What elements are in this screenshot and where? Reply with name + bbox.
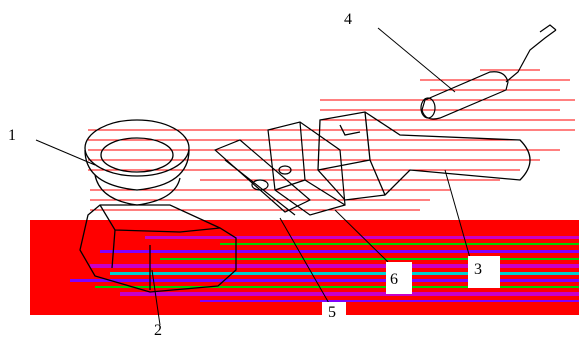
leader-4 — [377, 27, 456, 93]
callout-4: 4 — [344, 11, 352, 28]
callout-2: 2 — [154, 322, 162, 339]
callout-6: 6 — [390, 271, 398, 288]
part-plug — [420, 24, 557, 120]
part-base — [79, 204, 237, 293]
part-bracket — [213, 139, 312, 216]
label-box-6 — [386, 262, 412, 294]
callout-1: 1 — [8, 127, 16, 144]
leader-lines — [35, 27, 471, 326]
leader-5 — [279, 217, 331, 306]
part-block — [267, 121, 346, 216]
label-box-3 — [468, 256, 500, 288]
label-box-5 — [322, 302, 346, 324]
leader-3 — [444, 169, 471, 259]
white-cut-bottom — [0, 315, 579, 341]
callout-3: 3 — [474, 261, 482, 278]
callout-5: 5 — [328, 304, 336, 321]
leader-2 — [151, 269, 161, 326]
part-housing — [317, 111, 531, 201]
band-stripes — [70, 236, 579, 302]
leader-6 — [334, 209, 389, 263]
leader-1 — [35, 139, 96, 166]
